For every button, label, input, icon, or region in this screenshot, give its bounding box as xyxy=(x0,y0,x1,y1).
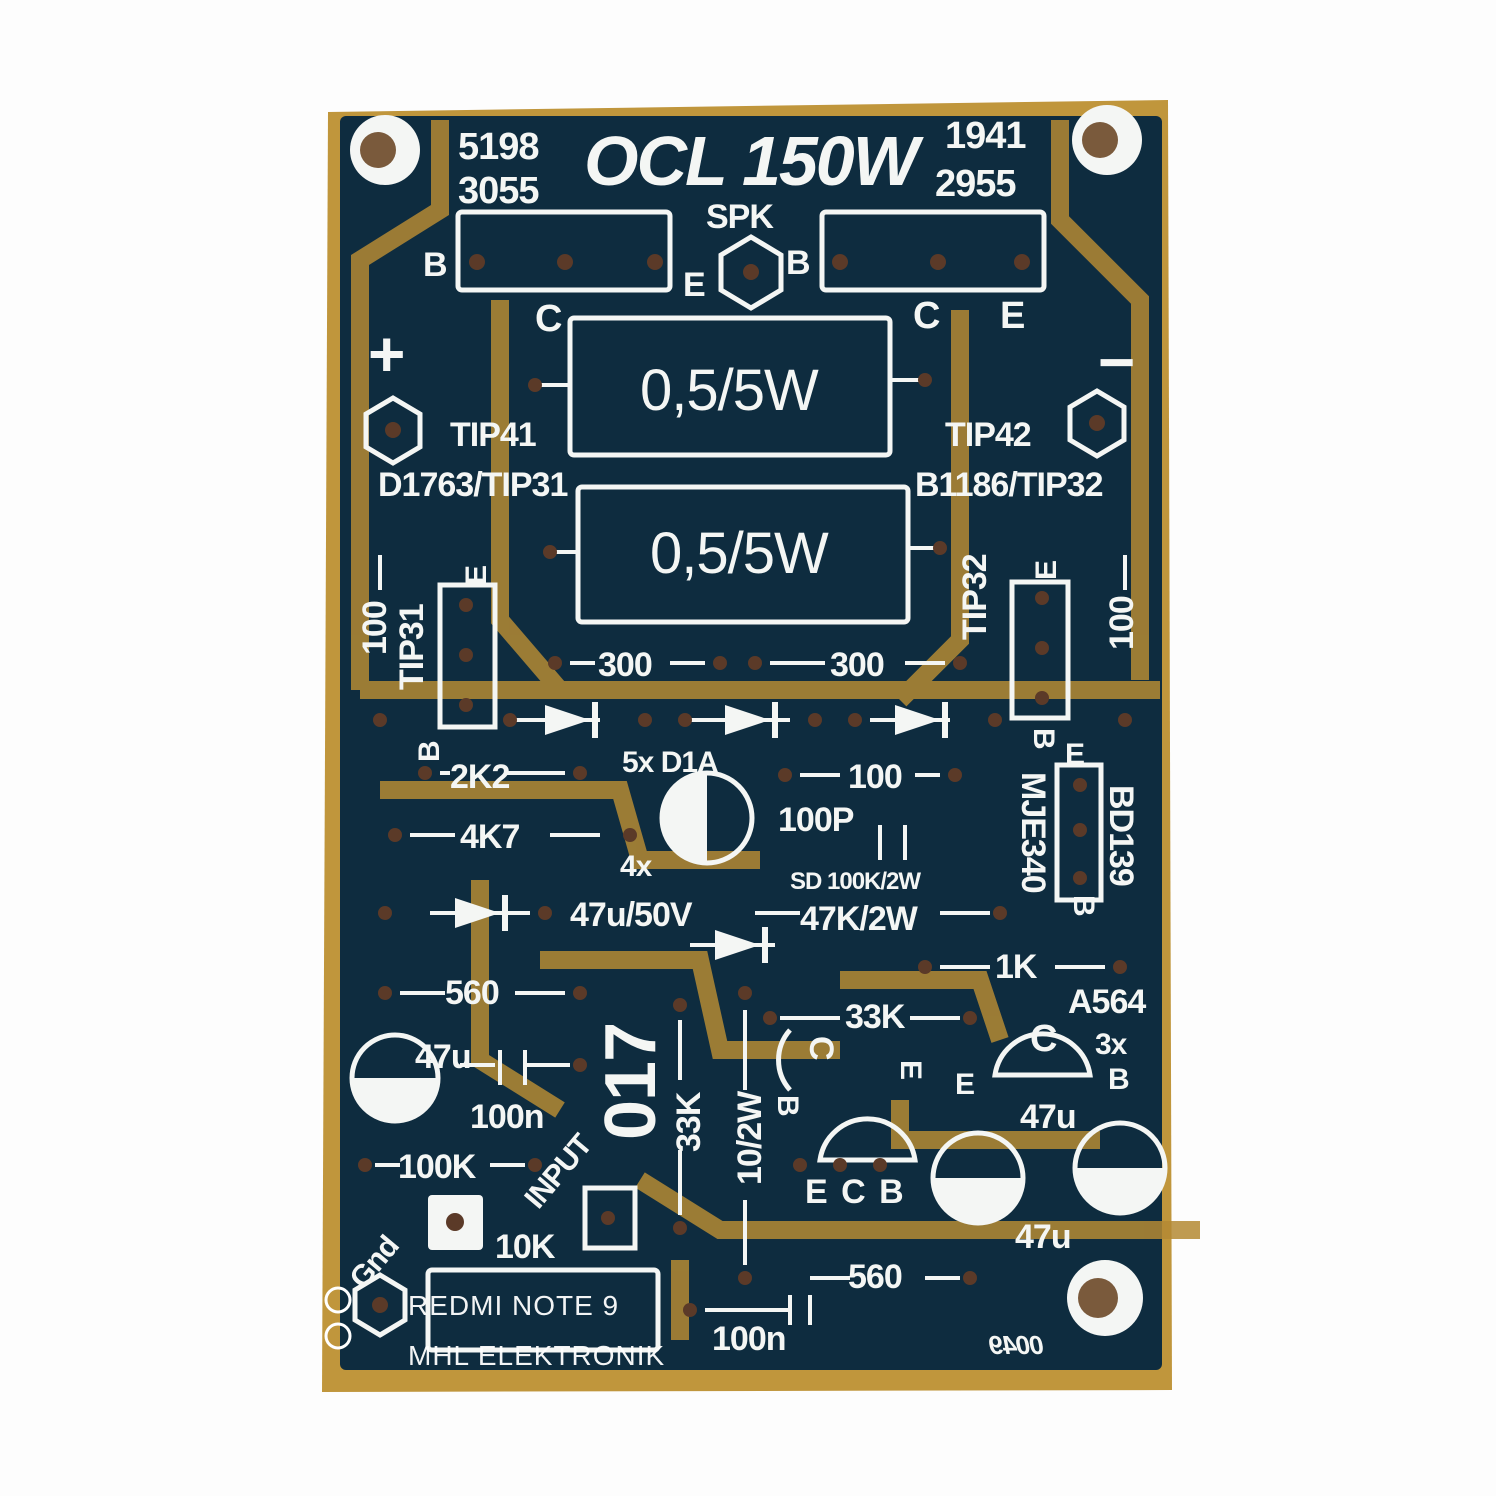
label-tip32: TIP32 xyxy=(956,554,994,640)
label-017: 017 xyxy=(591,1022,671,1140)
capacitor-label: 100n xyxy=(712,1320,786,1358)
board-serial: 0049 xyxy=(990,1330,1044,1360)
resistor-label: 4K7 xyxy=(460,818,520,856)
resistor-label: 0,5/5W xyxy=(650,521,829,586)
capacitor-label: 100P xyxy=(778,801,854,839)
resistor-label: 300 xyxy=(830,646,885,684)
resistor-label: 1K xyxy=(995,948,1037,986)
pin-e: E xyxy=(1000,295,1025,337)
pin-labels-ecb: E C B xyxy=(805,1173,904,1211)
diode-label: 5x D1A xyxy=(622,746,719,779)
pin-c: C xyxy=(913,295,940,337)
label-4x: 4x xyxy=(620,850,652,883)
resistor-label: 10/2W xyxy=(731,1091,769,1185)
label-d1763: D1763/TIP31 xyxy=(378,466,568,504)
pin-e: E xyxy=(460,565,493,585)
pin-b: B xyxy=(771,1095,804,1116)
pin-e: E xyxy=(1030,560,1063,580)
label-tip42: TIP42 xyxy=(945,416,1032,454)
silkscreen-lines xyxy=(375,378,1127,1325)
capacitor-label: 47u/50V xyxy=(570,896,693,934)
resistor-label: 100 xyxy=(356,601,394,655)
pin-c: C xyxy=(802,1036,840,1060)
silkscreen-outlines xyxy=(349,209,1168,1353)
resistor-label: 100 xyxy=(1103,596,1141,650)
label-tip31: TIP31 xyxy=(393,604,431,690)
capacitor-label: 47u xyxy=(415,1038,472,1076)
resistor-label: 33K xyxy=(845,998,905,1036)
pin-b: B xyxy=(786,244,811,282)
watermark-device: REDMI NOTE 9 xyxy=(408,1290,620,1321)
pin-c: C xyxy=(1030,1018,1057,1060)
label-bd139: BD139 xyxy=(1102,785,1140,886)
minus-supply-label: − xyxy=(1098,326,1135,398)
board-title: OCL 150W xyxy=(584,122,919,200)
label-b1186: B1186/TIP32 xyxy=(915,466,1103,504)
resistor-label: 0,5/5W xyxy=(640,358,819,423)
pin-b: B xyxy=(1067,895,1100,916)
capacitor-label: 47u xyxy=(1015,1218,1072,1256)
label-a564: A564 xyxy=(1068,983,1146,1021)
pin-e: E xyxy=(1065,738,1085,771)
label-tip41: TIP41 xyxy=(450,416,537,454)
resistor-label: 100 xyxy=(848,758,903,796)
pin-b: B xyxy=(1027,728,1060,749)
capacitor-label: 100n xyxy=(470,1098,544,1136)
resistor-label: 2K2 xyxy=(450,758,510,796)
watermark-owner: MHL ELEKTRONIK xyxy=(408,1340,666,1371)
resistor-label: 300 xyxy=(598,646,653,684)
pin-b: B xyxy=(1108,1063,1130,1096)
resistor-label: 33K xyxy=(670,1092,708,1152)
resistor-label: 560 xyxy=(848,1258,903,1296)
potentiometer-label: 10K xyxy=(495,1228,555,1266)
label-mje340: MJE340 xyxy=(1014,772,1052,893)
label-sd: SD 100K/2W xyxy=(790,868,921,895)
resistor-label: 100K xyxy=(398,1148,476,1186)
pin-e: E xyxy=(894,1060,927,1080)
pin-b: B xyxy=(413,741,446,762)
plus-supply-label: + xyxy=(368,318,405,390)
diode-symbols xyxy=(455,702,948,963)
solder-pads xyxy=(358,254,1132,1317)
resistor-label: 47K/2W xyxy=(800,900,918,938)
label-3055: 3055 xyxy=(458,170,540,212)
label-1941: 1941 xyxy=(945,115,1027,157)
capacitor-label: 47u xyxy=(1020,1098,1077,1136)
pin-b: B xyxy=(423,246,448,284)
label-spk: SPK xyxy=(706,198,774,236)
camera-lens-icon xyxy=(324,1286,352,1350)
label-5198: 5198 xyxy=(458,126,540,168)
resistor-label: 560 xyxy=(445,974,500,1012)
pin-e: E xyxy=(683,266,706,304)
label-3x: 3x xyxy=(1095,1028,1127,1061)
pin-e: E xyxy=(955,1068,975,1101)
label-2955: 2955 xyxy=(935,163,1017,205)
pin-c: C xyxy=(535,298,562,340)
